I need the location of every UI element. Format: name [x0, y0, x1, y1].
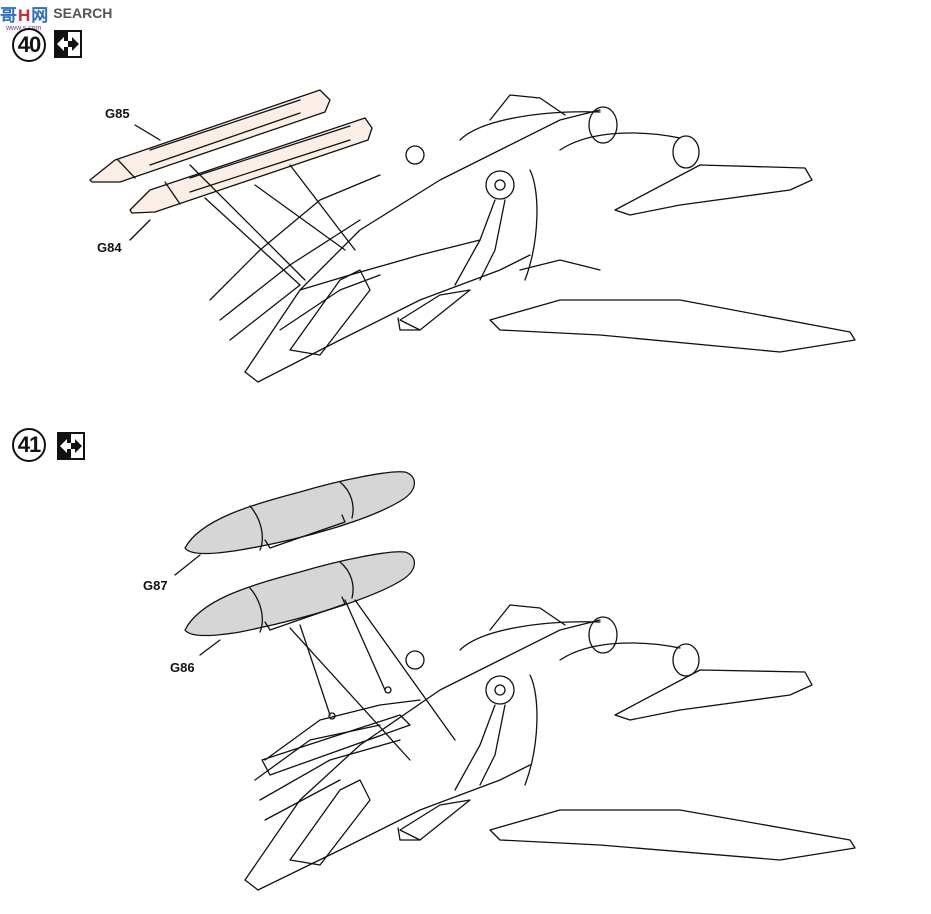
step-40-rails: [89, 89, 373, 286]
step-41-aircraft: [244, 604, 856, 891]
step-40-number: 40: [12, 28, 46, 62]
step-40-aircraft: [209, 94, 856, 383]
part-label-g84: G84: [97, 240, 122, 255]
both-sides-icon: [57, 432, 85, 460]
step-41-number: 41: [12, 428, 46, 462]
both-sides-icon: [54, 30, 82, 58]
part-label-g85: G85: [105, 106, 130, 121]
watermark-search-text: SEARCH: [53, 5, 113, 21]
part-label-g87: G87: [143, 578, 168, 593]
step-41-tanks: [174, 471, 456, 761]
watermark: 哥H网 SEARCH: [0, 0, 112, 26]
part-label-g86: G86: [170, 660, 195, 675]
watermark-logo: 哥H网: [0, 5, 50, 25]
